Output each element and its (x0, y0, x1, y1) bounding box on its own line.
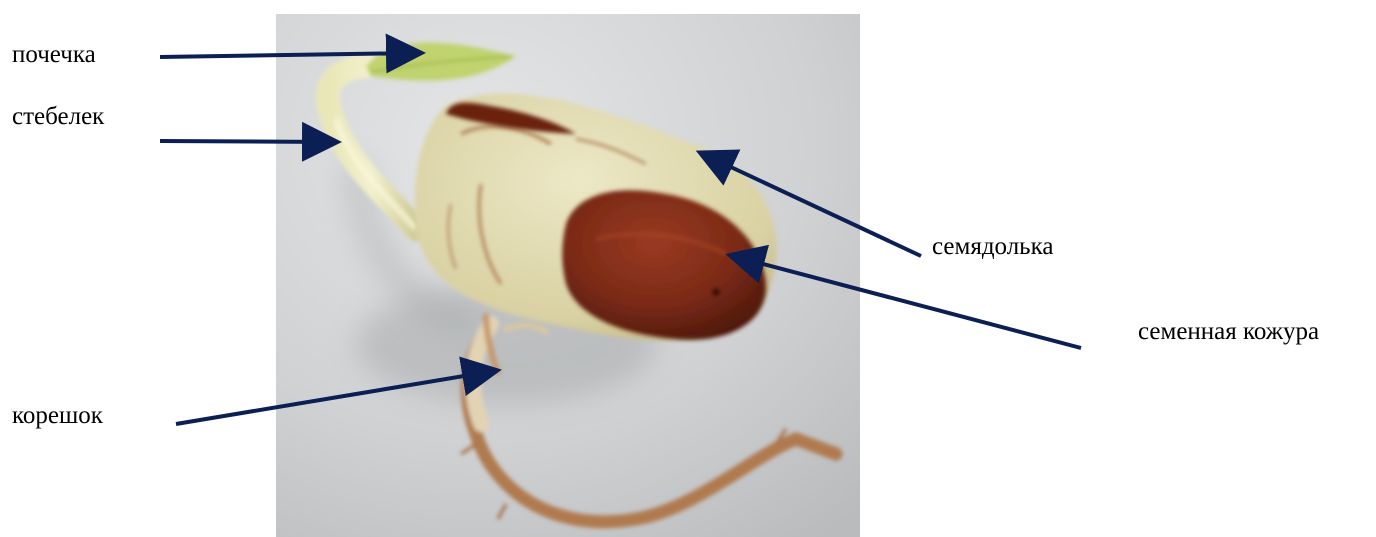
seedling-photo (276, 14, 860, 537)
label-stem: стебелек (12, 104, 104, 129)
label-cotyledon: семядолька (932, 234, 1053, 259)
label-bud: почечка (12, 42, 96, 67)
label-root: корешок (12, 403, 103, 428)
label-seed-coat: семенная кожура (1138, 319, 1319, 344)
